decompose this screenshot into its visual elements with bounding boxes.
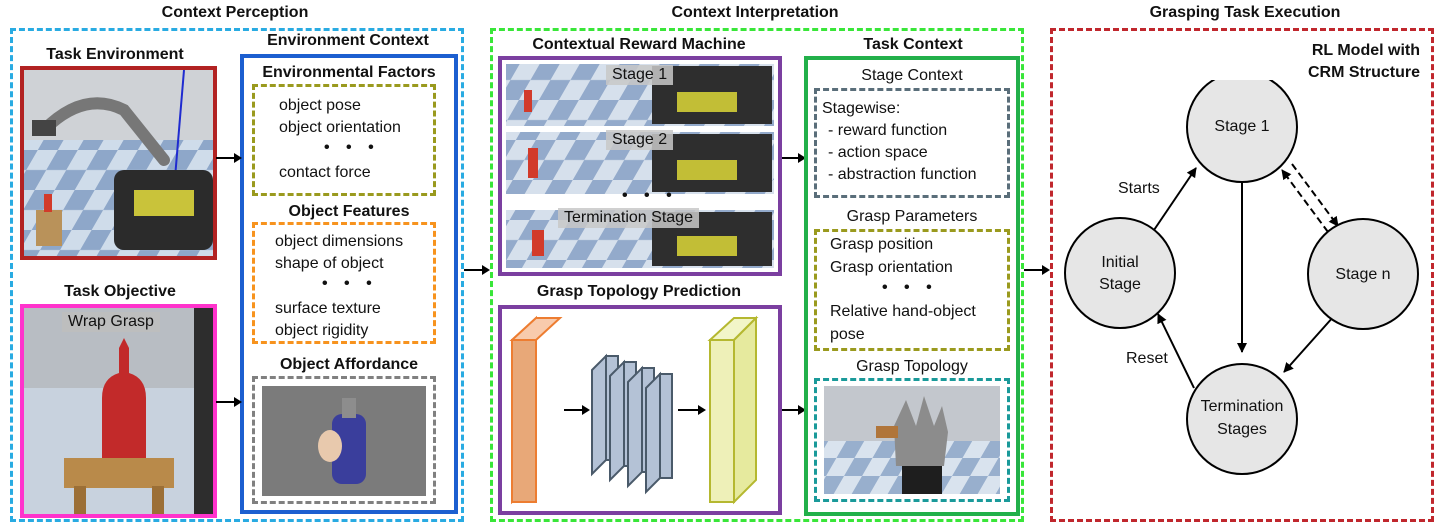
edge-stagen-to-termination	[1283, 315, 1335, 373]
stage-context-action: - action space	[828, 144, 928, 161]
crm-stage-1-label: Stage 1	[606, 65, 674, 85]
grasp-position: Grasp position	[830, 236, 934, 253]
task-objective-title: Task Objective	[64, 283, 176, 300]
object-affordance-title: Object Affordance	[279, 356, 419, 373]
node-termination-label-line1: Termination	[1200, 398, 1284, 415]
section-title-perception: Context Perception	[161, 4, 309, 21]
environmental-factors-box	[252, 84, 436, 196]
interpretation-section	[490, 28, 1024, 522]
edge-label-reset: Reset	[1126, 350, 1168, 367]
crm-ellipsis: • • •	[622, 187, 678, 204]
grasp-relative-pose-line2: pose	[830, 326, 865, 343]
arrow-gtp-to-task-context	[782, 405, 806, 415]
stage-context-lead: Stagewise:	[822, 100, 901, 117]
object-affordance-image	[262, 386, 426, 496]
factors-ellipsis: • • •	[324, 139, 380, 156]
feature-object-dimensions: object dimensions	[275, 233, 404, 250]
edge-stagen-to-stage1	[1281, 169, 1329, 233]
node-initial-label-line2: Stage	[1099, 276, 1141, 293]
crm-title: Contextual Reward Machine	[532, 36, 746, 53]
section-title-interpretation: Context Interpretation	[671, 4, 839, 21]
execution-section	[1050, 28, 1434, 522]
crm-stage-illustrations	[506, 64, 774, 268]
wrap-grasp-label: Wrap Grasp	[62, 312, 160, 332]
grasp-orientation: Grasp orientation	[830, 259, 953, 276]
features-ellipsis: • • •	[322, 275, 378, 292]
task-environment-title: Task Environment	[46, 46, 184, 63]
grasp-parameters-ellipsis: • • •	[882, 279, 938, 296]
object-affordance-box	[252, 376, 436, 504]
edge-initial-to-stage1	[1153, 167, 1197, 231]
arrow-interpretation-to-execution	[1024, 265, 1050, 275]
feature-shape-of-object: shape of object	[275, 255, 384, 272]
node-initial-stage	[1064, 217, 1176, 329]
arrow-objective-to-context	[216, 397, 242, 407]
factor-object-orientation: object orientation	[279, 119, 401, 136]
task-context-title: Task Context	[863, 36, 963, 53]
arrow-perception-to-interpretation	[464, 265, 490, 275]
perception-section	[10, 28, 464, 522]
grasp-topology-image	[824, 386, 1000, 494]
robot-hand-illustration	[824, 386, 1000, 494]
crm-state-graph	[1064, 80, 1419, 475]
grasp-parameters-box	[814, 229, 1010, 351]
edge-stage1-to-stagen	[1291, 163, 1339, 227]
arrow-crm-to-task-context	[782, 153, 806, 163]
edge-label-starts: Starts	[1118, 180, 1160, 197]
rl-title-line1: RL Model with	[1311, 42, 1420, 59]
edge-termination-reset-to-initial	[1157, 313, 1195, 389]
node-stage-1-label: Stage 1	[1214, 118, 1270, 135]
node-stage-n-label: Stage n	[1335, 266, 1391, 283]
stage-context-abstraction: - abstraction function	[828, 166, 977, 183]
grasp-topology-title: Grasp Topology	[856, 358, 968, 375]
node-stage-n	[1307, 218, 1419, 330]
stage-context-box	[814, 88, 1010, 198]
environment-context-panel	[240, 54, 458, 514]
rl-title-line2: CRM Structure	[1307, 64, 1420, 81]
node-stage-1	[1186, 80, 1298, 183]
environmental-factors-title: Environmental Factors	[262, 64, 436, 81]
grasp-relative-pose-line1: Relative hand-object	[830, 303, 976, 320]
stage-context-title: Stage Context	[861, 67, 963, 84]
arrow-env-to-context	[216, 153, 242, 163]
grasp-parameters-title: Grasp Parameters	[846, 208, 978, 225]
environment-context-title: Environment Context	[267, 32, 429, 49]
task-context-panel	[804, 56, 1020, 516]
node-termination-stages	[1186, 363, 1298, 475]
node-initial-label-line1: Initial	[1101, 254, 1139, 271]
crm-stage-2-label: Stage 2	[606, 130, 674, 150]
affordance-illustration	[262, 386, 426, 496]
section-title-execution: Grasping Task Execution	[1149, 4, 1341, 21]
robot-scene-illustration	[24, 70, 213, 256]
stage-context-reward: - reward function	[828, 122, 948, 139]
feature-surface-texture: surface texture	[275, 300, 381, 317]
grasp-topology-box	[814, 378, 1010, 502]
factor-contact-force: contact force	[279, 164, 371, 181]
wrap-grasp-illustration	[24, 308, 213, 514]
task-objective-image	[20, 304, 217, 518]
node-termination-label-line2: Stages	[1217, 421, 1267, 438]
gtp-panel	[498, 305, 782, 515]
crm-termination-stage-label: Termination Stage	[558, 208, 699, 228]
task-environment-image	[20, 66, 217, 260]
object-features-title: Object Features	[288, 203, 410, 220]
object-features-box	[252, 222, 436, 344]
gtp-network-diagram	[509, 315, 759, 505]
crm-panel	[498, 56, 782, 276]
feature-object-rigidity: object rigidity	[275, 322, 369, 339]
gtp-title: Grasp Topology Prediction	[536, 283, 742, 300]
factor-object-pose: object pose	[279, 97, 361, 114]
